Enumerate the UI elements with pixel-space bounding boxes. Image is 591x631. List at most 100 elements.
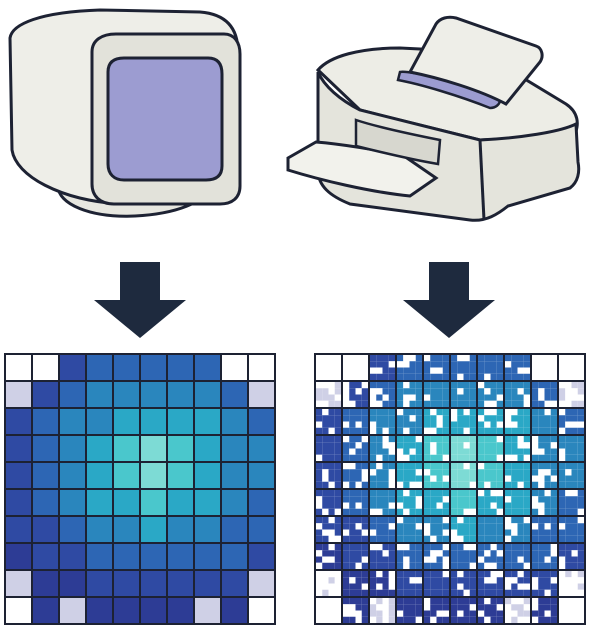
dither-dot [370, 454, 377, 461]
dither-dot [355, 616, 362, 623]
grid-cell [4, 569, 33, 598]
dither-dot [409, 535, 416, 542]
dither-dot [403, 355, 410, 362]
dither-dot [484, 415, 491, 422]
dither-dot [397, 448, 404, 455]
dither-dot [457, 361, 464, 368]
dither-dot [559, 556, 566, 563]
dither-dot [484, 610, 491, 617]
dither-dot [571, 415, 578, 422]
dither-dot [484, 427, 491, 434]
grid-cell [220, 542, 249, 571]
dither-dot [370, 544, 377, 551]
dither-dot [382, 475, 389, 482]
dither-dot [544, 535, 551, 542]
dither-dot [415, 598, 422, 605]
dither-dot [361, 616, 368, 623]
dither-dot [463, 454, 470, 461]
dither-dot [409, 361, 416, 368]
dither-dot [559, 571, 566, 578]
dither-dot [370, 610, 377, 617]
grid-cell [220, 569, 249, 598]
dither-dot [430, 556, 437, 563]
dither-dot [322, 529, 329, 536]
dither-dot [403, 367, 410, 374]
dither-dot [322, 535, 329, 542]
dither-dot [571, 394, 578, 401]
dither-dot [334, 454, 341, 461]
dither-dot [577, 409, 584, 416]
dither-dot [334, 400, 341, 407]
dither-dot [484, 562, 491, 569]
dither-dot [343, 409, 350, 416]
dither-dot [571, 448, 578, 455]
dither-dot [478, 544, 485, 551]
dither-dot [505, 442, 512, 449]
dither-dot [382, 427, 389, 434]
dither-dot [328, 490, 335, 497]
dither-dot [490, 508, 497, 515]
dither-dot [409, 571, 416, 578]
dither-dot [361, 529, 368, 536]
dither-dot [397, 562, 404, 569]
dither-dot [328, 577, 335, 584]
dither-dot [349, 583, 356, 590]
dither-dot [355, 409, 362, 416]
dither-dot [517, 571, 524, 578]
dither-dot [409, 436, 416, 443]
dither-dot [457, 469, 464, 476]
dither-dot [565, 475, 572, 482]
dither-dot [316, 562, 323, 569]
dither-dot [577, 577, 584, 584]
dither-dot [415, 475, 422, 482]
dither-dot [355, 550, 362, 557]
dither-dot [442, 535, 449, 542]
dither-dot [463, 583, 470, 590]
dither-dot [361, 571, 368, 578]
dither-dot [571, 388, 578, 395]
dither-dot [370, 583, 377, 590]
dither-dot [457, 442, 464, 449]
dither-dot [451, 496, 458, 503]
dither-dot [496, 589, 503, 596]
dither-dot [523, 490, 530, 497]
dither-dot [424, 469, 431, 476]
dither-dot [370, 589, 377, 596]
dither-dot [355, 529, 362, 536]
dither-dot [463, 502, 470, 509]
dither-dot [538, 463, 545, 470]
dither-dot [442, 454, 449, 461]
dither-dot [469, 502, 476, 509]
dither-dot [565, 415, 572, 422]
dither-dot [403, 448, 410, 455]
dither-dot [397, 388, 404, 395]
dither-dot [538, 421, 545, 428]
dither-dot [505, 535, 512, 542]
dither-dot [382, 415, 389, 422]
dither-dot [505, 490, 512, 497]
grid-cell [220, 407, 249, 436]
dither-dot [463, 475, 470, 482]
dither-dot [490, 415, 497, 422]
dither-dot [523, 355, 530, 362]
dither-dot [457, 562, 464, 569]
dither-dot [457, 535, 464, 542]
dither-dot [442, 616, 449, 623]
dither-dot [505, 502, 512, 509]
dither-dot [436, 469, 443, 476]
dither-dot [397, 436, 404, 443]
dither-dot [424, 382, 431, 389]
dither-dot [430, 529, 437, 536]
dither-dot [577, 448, 584, 455]
dither-dot [469, 571, 476, 578]
dither-dot [415, 508, 422, 515]
dither-dot [409, 442, 416, 449]
dither-dot [316, 529, 323, 536]
arrow-down-icon [94, 262, 186, 338]
dither-dot [409, 502, 416, 509]
dither-dot [355, 382, 362, 389]
dither-dot [328, 535, 335, 542]
dither-dot [397, 490, 404, 497]
dither-dot [442, 502, 449, 509]
dither-dot [403, 469, 410, 476]
